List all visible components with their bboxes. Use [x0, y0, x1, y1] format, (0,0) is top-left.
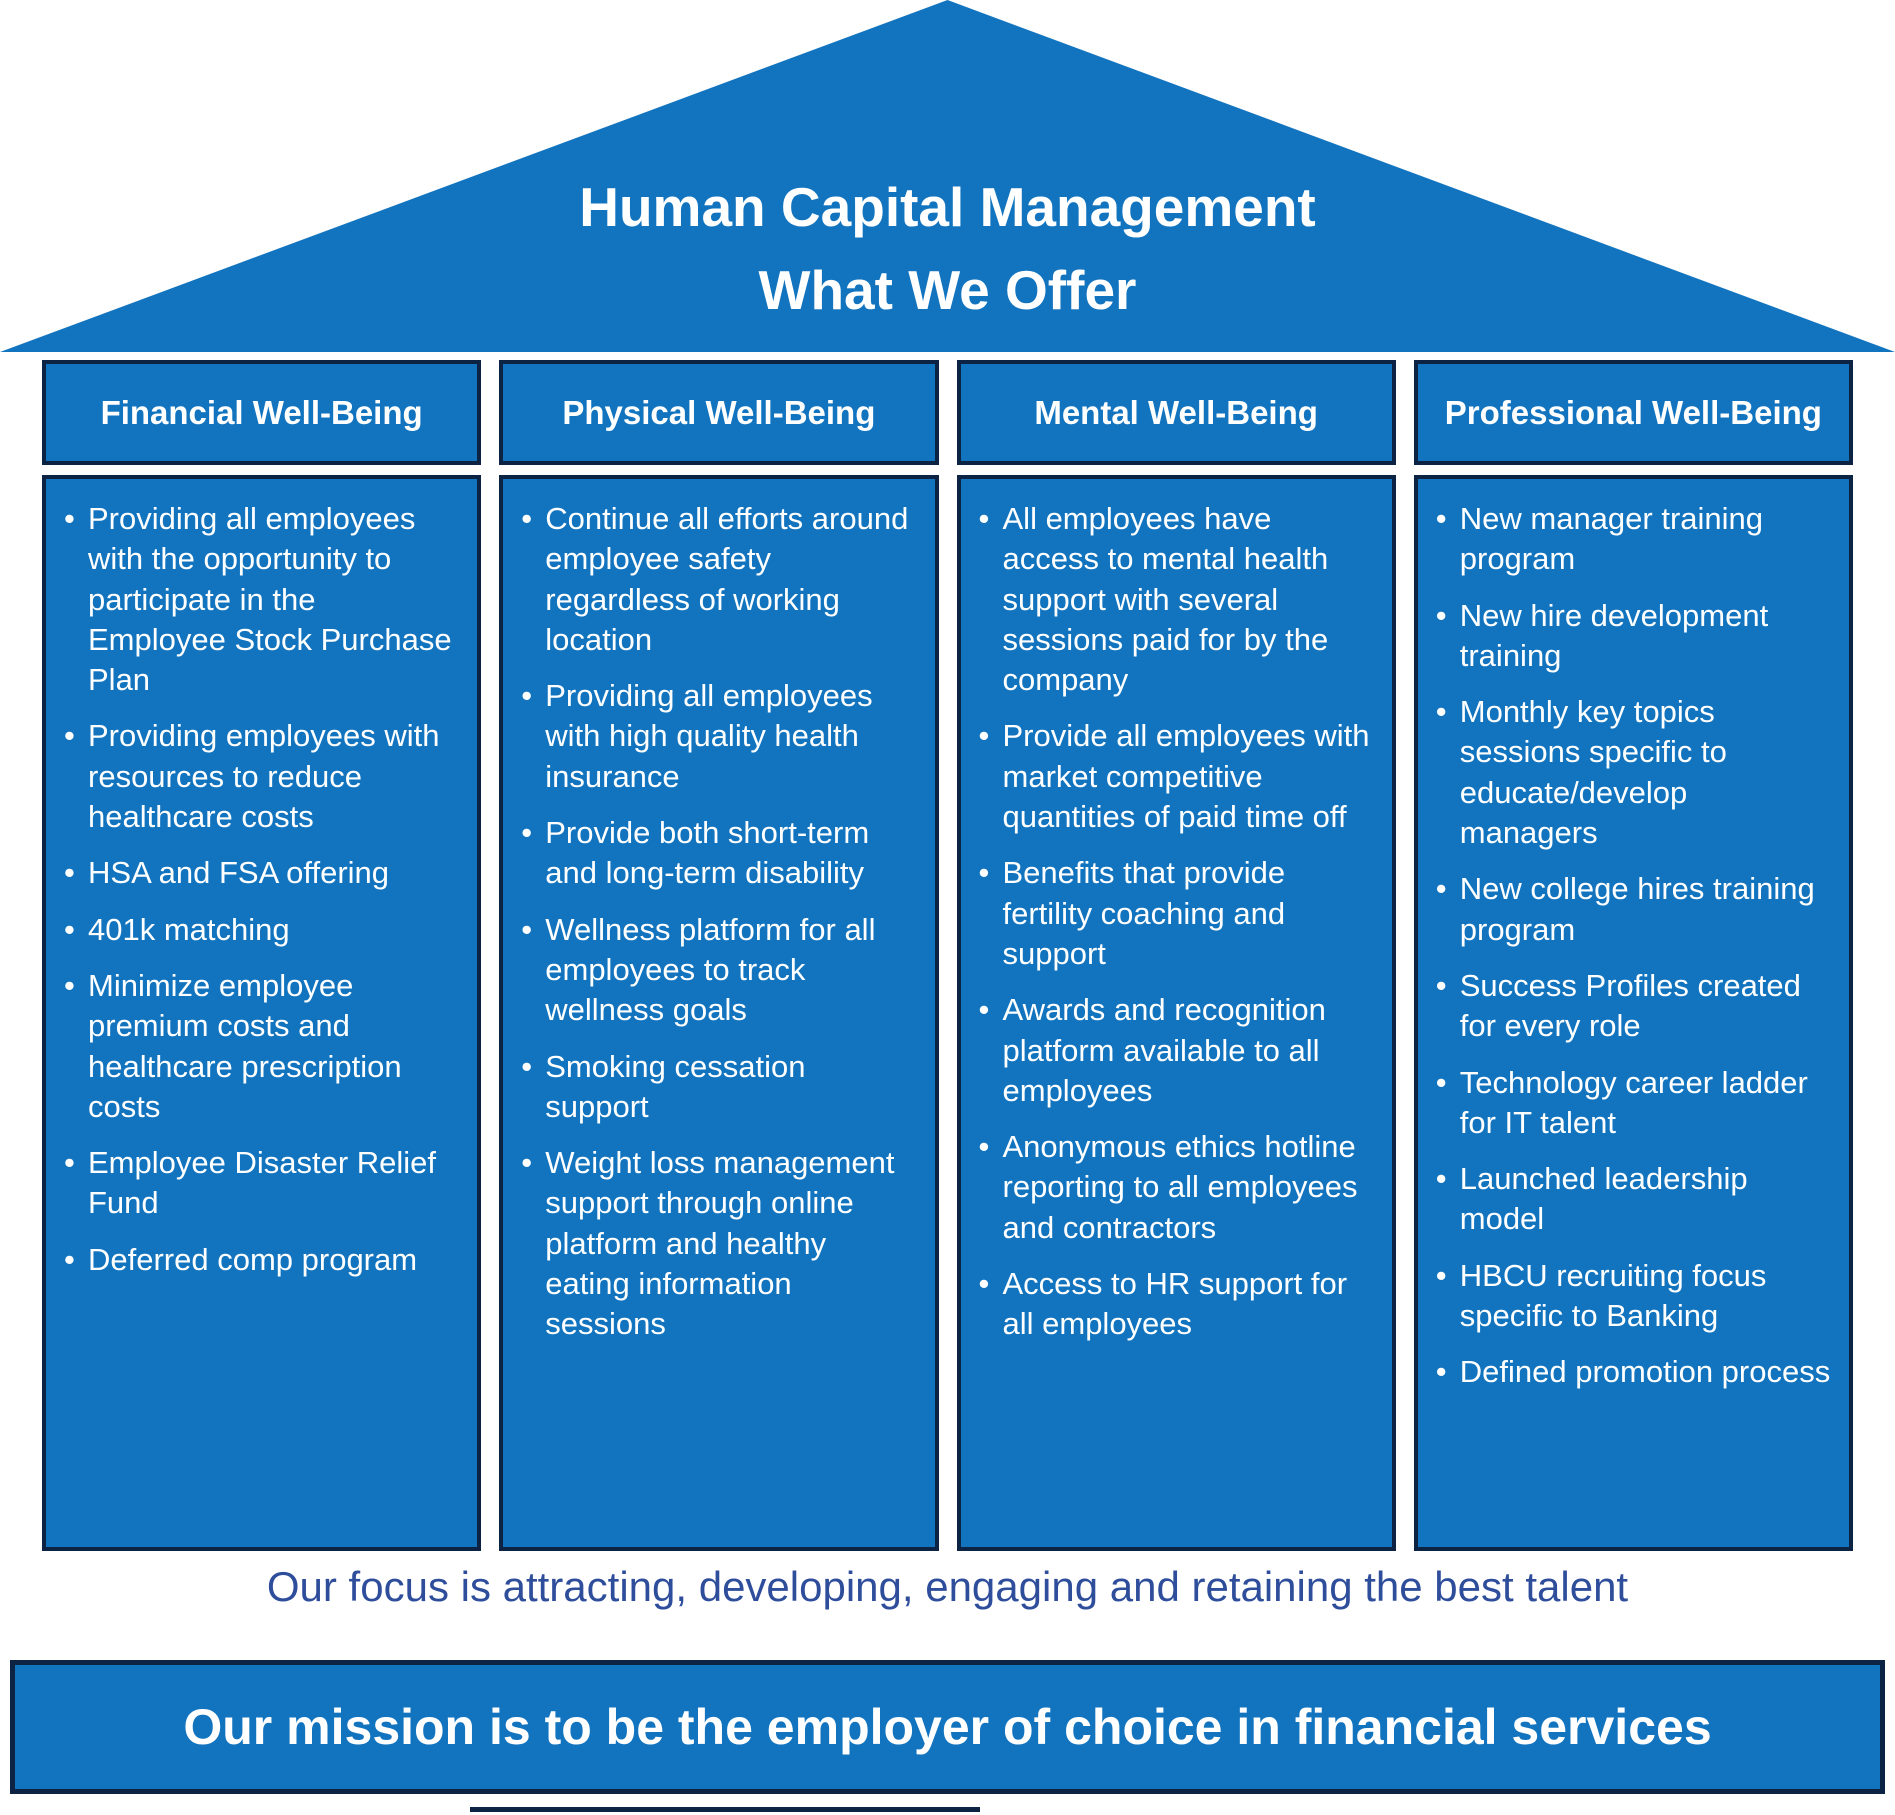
mission-banner: Our mission is to be the employer of cho… — [10, 1660, 1885, 1794]
bullet-list: Providing all employees with the opportu… — [62, 499, 459, 1280]
bullet-item: Access to HR support for all employees — [977, 1264, 1374, 1345]
pillar-body: Continue all efforts around employee saf… — [499, 475, 939, 1551]
pillar-header: Mental Well-Being — [956, 360, 1396, 465]
bullet-item: 401k matching — [62, 910, 459, 951]
bullet-item: Provide all employees with market compet… — [977, 716, 1374, 837]
bullet-item: Success Profiles created for every role — [1434, 966, 1831, 1047]
bullet-list: Continue all efforts around employee saf… — [519, 499, 916, 1345]
bullet-list: New manager training programNew hire dev… — [1434, 499, 1831, 1393]
partial-bottom-line — [470, 1807, 980, 1812]
pillars: Financial Well-Being Providing all emplo… — [42, 360, 1853, 1551]
mission-text: Our mission is to be the employer of cho… — [183, 1698, 1712, 1755]
roof-title-line1: Human Capital Management — [579, 175, 1316, 238]
pillar-financial: Financial Well-Being Providing all emplo… — [42, 360, 482, 1551]
bullet-item: Provide both short-term and long-term di… — [519, 813, 916, 894]
bullet-item: Providing all employees with high qualit… — [519, 676, 916, 797]
pillar-header: Physical Well-Being — [499, 360, 939, 465]
bullet-item: Defined promotion process — [1434, 1352, 1831, 1393]
bullet-item: Weight loss management support through o… — [519, 1143, 916, 1344]
bullet-item: HSA and FSA offering — [62, 853, 459, 894]
bullet-item: Deferred comp program — [62, 1240, 459, 1281]
bullet-list: All employees have access to mental heal… — [977, 499, 1374, 1345]
bullet-item: Wellness platform for all employees to t… — [519, 910, 916, 1031]
bullet-item: New hire development training — [1434, 596, 1831, 677]
bullet-item: Technology career ladder for IT talent — [1434, 1063, 1831, 1144]
pillar-body: Providing all employees with the opportu… — [42, 475, 482, 1551]
pillar-header: Professional Well-Being — [1413, 360, 1853, 465]
focus-statement: Our focus is attracting, developing, eng… — [266, 1563, 1629, 1610]
bullet-item: Launched leadership model — [1434, 1159, 1831, 1240]
pillar-professional: Professional Well-Being New manager trai… — [1413, 360, 1853, 1551]
bullet-item: Providing all employees with the opportu… — [62, 499, 459, 700]
bullet-item: Minimize employee premium costs and heal… — [62, 966, 459, 1127]
pillar-body: New manager training programNew hire dev… — [1413, 475, 1853, 1551]
bullet-item: Employee Disaster Relief Fund — [62, 1143, 459, 1224]
bullet-item: Smoking cessation support — [519, 1047, 916, 1128]
bullet-item: New manager training program — [1434, 499, 1831, 580]
roof-triangle: Human Capital Management What We Offer — [0, 0, 1895, 352]
bullet-item: Continue all efforts around employee saf… — [519, 499, 916, 660]
pillar-header: Financial Well-Being — [42, 360, 482, 465]
bullet-item: Awards and recognition platform availabl… — [977, 990, 1374, 1111]
bullet-item: Providing employees with resources to re… — [62, 716, 459, 837]
roof-title-line2: What We Offer — [758, 258, 1137, 321]
pillar-physical: Physical Well-Being Continue all efforts… — [499, 360, 939, 1551]
bullet-item: HBCU recruiting focus specific to Bankin… — [1434, 1256, 1831, 1337]
pillar-mental: Mental Well-Being All employees have acc… — [956, 360, 1396, 1551]
bullet-item: New college hires training program — [1434, 869, 1831, 950]
bullet-item: Anonymous ethics hotline reporting to al… — [977, 1127, 1374, 1248]
bullet-item: Benefits that provide fertility coaching… — [977, 853, 1374, 974]
pillar-body: All employees have access to mental heal… — [956, 475, 1396, 1551]
bullet-item: Monthly key topics sessions specific to … — [1434, 692, 1831, 853]
bullet-item: All employees have access to mental heal… — [977, 499, 1374, 700]
